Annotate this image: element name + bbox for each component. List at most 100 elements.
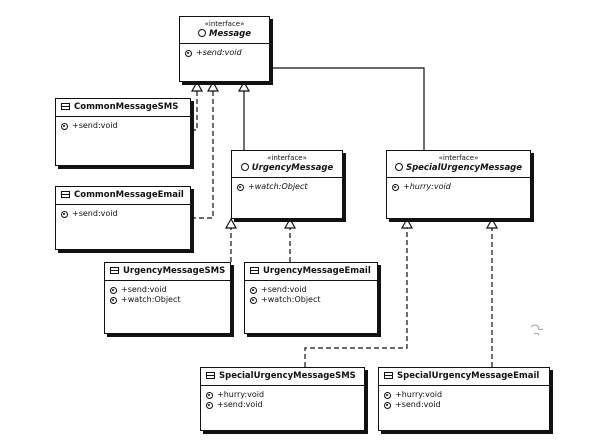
urgencymessage-name: UrgencyMessage — [251, 163, 334, 173]
commonmessagesms-op-0-label: +send:void — [72, 121, 118, 130]
commonmessageemail-header: CommonMessageEmail — [56, 187, 190, 205]
public-operation-icon — [110, 296, 117, 304]
specialurgencymessage-interface[interactable]: «interface» SpecialUrgencyMessage +hurry… — [386, 150, 531, 219]
class-icon — [206, 372, 215, 379]
arrowhead-urgencyemail — [283, 217, 297, 229]
arrowhead-commonsms — [190, 80, 204, 92]
urgencymessagesms-op-0-label: +send:void — [121, 285, 167, 294]
urgencymessageemail-op-1: +watch:Object — [250, 295, 372, 305]
specialurgencymessagesms-name-row: SpecialUrgencyMessageSMS — [206, 371, 356, 381]
urgencymessage-op-0: +watch:Object — [237, 182, 337, 192]
specialurgencymessageemail-header: SpecialUrgencyMessageEmail — [379, 368, 549, 386]
realization-commonemail-message — [191, 91, 214, 219]
specialurgencymessagesms-op-0: +hurry:void — [206, 390, 359, 400]
specialurgencymessagesms-class[interactable]: SpecialUrgencyMessageSMS +hurry:void +se… — [200, 367, 365, 431]
urgencymessageemail-op-0-label: +send:void — [261, 285, 307, 294]
class-icon — [61, 103, 70, 110]
arrowhead-commonemail — [206, 80, 220, 92]
specialurgencymessagesms-op-1: +send:void — [206, 400, 359, 410]
urgencymessagesms-op-1-label: +watch:Object — [121, 295, 181, 304]
urgencymessage-name-row: UrgencyMessage — [240, 163, 334, 173]
specialurgencymessageemail-op-1: +send:void — [384, 400, 544, 410]
commonmessageemail-name: CommonMessageEmail — [74, 190, 184, 200]
specialurgencymessagesms-name: SpecialUrgencyMessageSMS — [219, 371, 356, 381]
realization-commonsms-message — [191, 91, 198, 131]
urgencymessageemail-operations: +send:void +watch:Object — [245, 281, 377, 309]
arrowhead-specialsms — [400, 217, 414, 229]
public-operation-icon — [206, 391, 213, 399]
message-interface[interactable]: «interface» Message +send:void — [179, 16, 270, 82]
specialurgencymessage-header: «interface» SpecialUrgencyMessage — [387, 151, 530, 178]
commonmessageemail-name-row: CommonMessageEmail — [61, 190, 184, 200]
urgencymessage-interface[interactable]: «interface» UrgencyMessage +watch:Object — [231, 150, 343, 219]
specialurgencymessageemail-operations: +hurry:void +send:void — [379, 386, 549, 414]
public-operation-icon — [206, 401, 213, 409]
urgencymessageemail-op-1-label: +watch:Object — [261, 295, 321, 304]
specialurgencymessage-stereotype: «interface» — [438, 154, 479, 162]
interface-icon — [240, 163, 249, 171]
public-operation-icon — [384, 401, 391, 409]
urgencymessage-operations: +watch:Object — [232, 178, 342, 196]
specialurgencymessageemail-name-row: SpecialUrgencyMessageEmail — [384, 371, 539, 381]
public-operation-icon — [384, 391, 391, 399]
commonmessageemail-op-0: +send:void — [61, 209, 185, 219]
specialurgencymessageemail-name: SpecialUrgencyMessageEmail — [397, 371, 540, 381]
urgencymessageemail-name-row: UrgencyMessageEmail — [250, 266, 371, 276]
specialurgencymessagesms-op-0-label: +hurry:void — [217, 390, 265, 399]
arrowhead-urgency — [237, 80, 251, 92]
commonmessagesms-operations: +send:void — [56, 117, 190, 135]
class-icon — [61, 191, 70, 198]
urgencymessagesms-header: UrgencyMessageSMS — [105, 263, 230, 281]
public-operation-icon — [392, 183, 399, 191]
specialurgencymessage-op-0-label: +hurry:void — [403, 182, 451, 191]
commonmessageemail-class[interactable]: CommonMessageEmail +send:void — [55, 186, 191, 250]
class-icon — [384, 372, 393, 379]
arrowhead-urgencysms — [224, 217, 238, 229]
public-operation-icon — [61, 122, 68, 130]
generalization-special-message — [270, 67, 425, 150]
urgencymessagesms-class[interactable]: UrgencyMessageSMS +send:void +watch:Obje… — [104, 262, 231, 334]
commonmessageemail-op-0-label: +send:void — [72, 209, 118, 218]
message-name: Message — [209, 29, 251, 39]
specialurgencymessageemail-op-0: +hurry:void — [384, 390, 544, 400]
urgencymessage-op-0-label: +watch:Object — [248, 182, 308, 191]
specialurgencymessage-name-row: SpecialUrgencyMessage — [394, 163, 523, 173]
urgencymessageemail-class[interactable]: UrgencyMessageEmail +send:void +watch:Ob… — [244, 262, 378, 334]
interface-icon — [394, 163, 403, 171]
commonmessagesms-name: CommonMessageSMS — [74, 102, 179, 112]
scribble-mark — [530, 324, 544, 336]
specialurgencymessage-name: SpecialUrgencyMessage — [405, 163, 523, 173]
urgencymessageemail-header: UrgencyMessageEmail — [245, 263, 377, 281]
public-operation-icon — [237, 183, 244, 191]
specialurgencymessagesms-operations: +hurry:void +send:void — [201, 386, 364, 414]
commonmessagesms-class[interactable]: CommonMessageSMS +send:void — [55, 98, 191, 166]
commonmessagesms-op-0: +send:void — [61, 121, 185, 131]
urgencymessageemail-op-0: +send:void — [250, 285, 372, 295]
urgencymessage-stereotype: «interface» — [267, 154, 307, 162]
message-stereotype: «interface» — [204, 20, 245, 28]
urgencymessagesms-name: UrgencyMessageSMS — [123, 266, 226, 276]
urgencymessagesms-name-row: UrgencyMessageSMS — [110, 266, 225, 276]
message-header: «interface» Message — [180, 17, 269, 44]
class-icon — [250, 267, 259, 274]
specialurgencymessageemail-class[interactable]: SpecialUrgencyMessageEmail +hurry:void +… — [378, 367, 550, 431]
message-op-0-label: +send:void — [196, 48, 242, 57]
specialurgencymessage-op-0: +hurry:void — [392, 182, 525, 192]
specialurgencymessageemail-op-1-label: +send:void — [395, 400, 441, 409]
arrowhead-specialemail — [485, 217, 499, 229]
message-op-0: +send:void — [185, 48, 264, 58]
commonmessageemail-operations: +send:void — [56, 205, 190, 223]
urgencymessagesms-op-0: +send:void — [110, 285, 225, 295]
message-operations: +send:void — [180, 44, 269, 62]
class-icon — [110, 267, 119, 274]
specialurgencymessageemail-op-0-label: +hurry:void — [395, 390, 443, 399]
urgencymessage-header: «interface» UrgencyMessage — [232, 151, 342, 178]
interface-icon — [198, 29, 207, 37]
urgencymessagesms-op-1: +watch:Object — [110, 295, 225, 305]
urgencymessageemail-name: UrgencyMessageEmail — [263, 266, 371, 276]
message-name-row: Message — [198, 29, 251, 39]
public-operation-icon — [250, 296, 257, 304]
commonmessagesms-header: CommonMessageSMS — [56, 99, 190, 117]
urgencymessagesms-operations: +send:void +watch:Object — [105, 281, 230, 309]
public-operation-icon — [250, 286, 257, 294]
